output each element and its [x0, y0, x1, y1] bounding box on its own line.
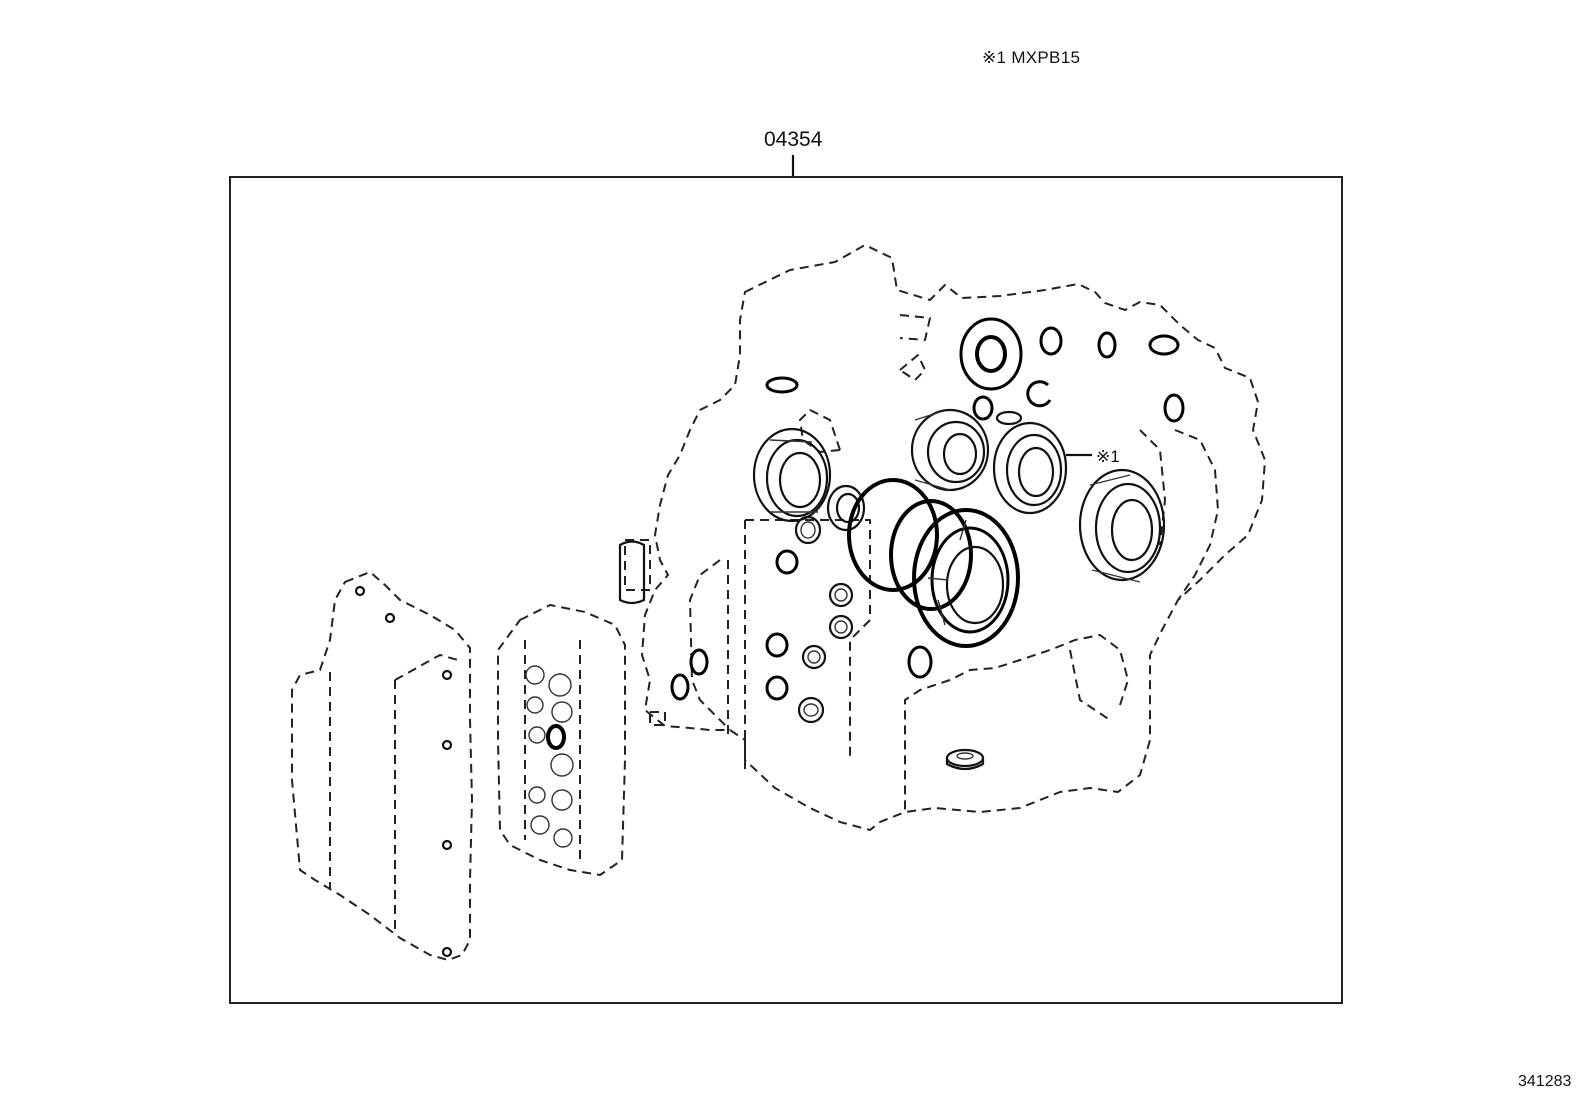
part-number-label[interactable]: 04354 — [764, 128, 823, 151]
applicability-note: ※1 MXPB15 — [982, 48, 1081, 67]
marked-oil-seal[interactable] — [992, 421, 1068, 515]
center-oil-seal[interactable] — [910, 408, 990, 492]
o-rings-upper[interactable] — [765, 326, 1185, 426]
transmission-case-outline — [624, 244, 1266, 831]
valve-body-o-ring — [546, 724, 566, 750]
small-sleeve-seal[interactable] — [826, 484, 866, 532]
tube-stub — [618, 540, 646, 605]
callout-mark: ※1 — [1096, 447, 1120, 466]
valve-body-outline — [497, 604, 626, 876]
large-rings[interactable] — [847, 478, 1020, 648]
figure-number: 341283 — [1518, 1073, 1572, 1090]
oil-pan-outline — [291, 571, 473, 961]
o-rings-middle[interactable] — [670, 515, 933, 724]
left-oil-seal[interactable] — [752, 427, 832, 523]
right-oil-seal[interactable] — [1078, 468, 1166, 583]
kit-frame — [229, 176, 1343, 1004]
top-oil-seal[interactable] — [959, 317, 1023, 391]
flat-washer[interactable] — [945, 748, 985, 771]
